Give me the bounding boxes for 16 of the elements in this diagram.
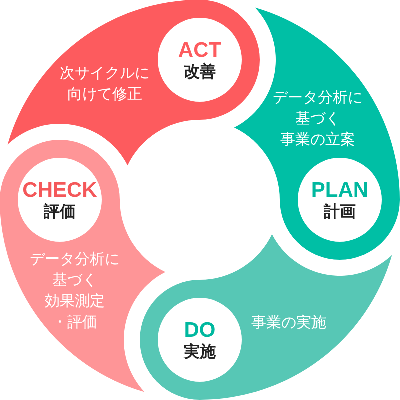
stage-title: ACT	[178, 38, 222, 62]
cycle-segment	[0, 140, 166, 393]
description-text: 次サイクルに向けて修正	[60, 63, 150, 105]
stage-title: PLAN	[311, 178, 369, 202]
stage-title: CHECK	[22, 178, 98, 202]
stage-subtitle: 実施	[184, 342, 216, 362]
stage-subtitle: 評価	[44, 202, 76, 222]
cycle-segment	[234, 7, 400, 261]
description-text: データ分析に基づく事業の立案	[273, 88, 363, 150]
stage-subtitle: 計画	[324, 202, 356, 222]
description-text: 事業の実施	[252, 312, 326, 334]
stage-title: DO	[184, 318, 216, 342]
cycle-segment	[140, 234, 393, 400]
cycle-segment	[7, 0, 261, 166]
description-text: データ分析に基づく効果測定・評価	[30, 249, 120, 333]
stage-subtitle: 改善	[184, 62, 216, 82]
